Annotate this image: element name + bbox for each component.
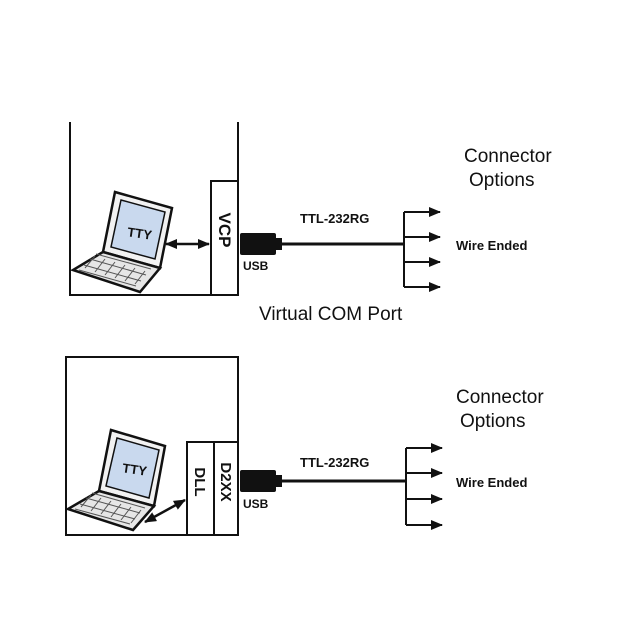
bottom-wire-ended-label: Wire Ended [456, 475, 527, 490]
top-caption: Virtual COM Port [259, 304, 403, 325]
bottom-usb-plug [240, 470, 276, 492]
top-diagram: VCP TTY USB TTL-232RG Connector Options … [69, 122, 552, 325]
bottom-connector-title-line2: Options [460, 411, 525, 432]
bottom-usb-label: USB [243, 497, 269, 511]
bottom-dll-label: DLL [191, 467, 208, 496]
top-vcp-label: VCP [215, 213, 234, 248]
top-usb-plug [240, 233, 276, 255]
bottom-laptop-icon [64, 428, 167, 532]
top-connector-title-line1: Connector [464, 146, 552, 167]
bottom-d2xx-label: D2XX [217, 462, 234, 501]
bottom-bidirectional-arrow [144, 498, 186, 524]
top-tty-label: TTY [126, 224, 153, 242]
bottom-cable-label: TTL-232RG [300, 455, 369, 470]
top-laptop-screen [110, 199, 166, 260]
top-usb-label: USB [243, 259, 269, 273]
bottom-dll-box [186, 441, 215, 536]
bottom-d2xx-box [213, 441, 239, 536]
bottom-tty-label: TTY [121, 460, 148, 478]
top-laptop-icon [70, 190, 174, 294]
top-laptop-keyboard [70, 250, 163, 294]
top-wire-ended-label: Wire Ended [456, 238, 527, 253]
top-cable-label: TTL-232RG [300, 211, 369, 226]
top-connector-title-line2: Options [469, 170, 534, 191]
bottom-diagram: DLL D2XX TTY USB TTL-232RG Connector Opt… [64, 356, 544, 536]
bottom-laptop-screen [105, 437, 160, 499]
bottom-connector-title-line1: Connector [456, 387, 544, 408]
top-vcp-driver-box [210, 180, 239, 296]
